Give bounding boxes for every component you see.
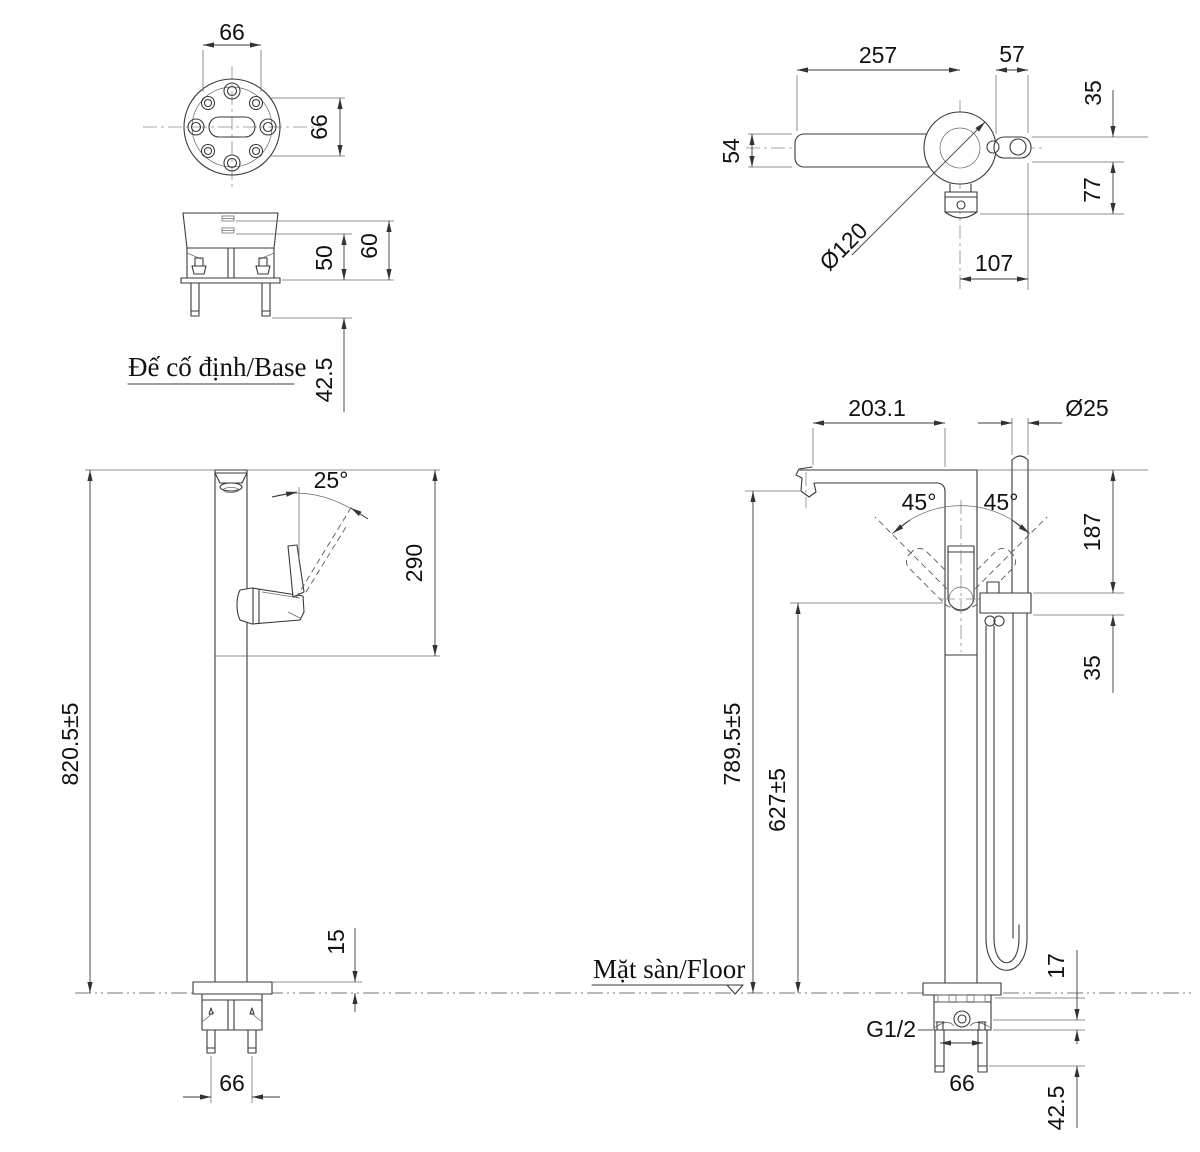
dim-front-25deg: 25°	[314, 467, 349, 493]
dim-side-35: 35	[1079, 655, 1105, 681]
dim-side-2031: 203.1	[848, 395, 906, 421]
dim-top-107: 107	[975, 250, 1013, 276]
center-slot	[208, 116, 256, 138]
base-circle	[923, 111, 997, 185]
front-lever	[287, 544, 305, 598]
side-spout	[795, 466, 1148, 508]
front-angle-25: 25°	[271, 467, 369, 562]
dim-side-66: 66	[949, 1070, 975, 1096]
dim-base-side-60: 60	[356, 233, 382, 259]
dim-top-257: 257	[859, 42, 897, 68]
dim-side-187: 187	[1079, 513, 1105, 551]
dim-front-290: 290	[401, 544, 427, 582]
base-side-view: 50 60 42.5 Đế cố định/Base	[127, 212, 394, 412]
hand-shower-holder-top	[944, 191, 978, 219]
front-base	[192, 981, 273, 1054]
base-view-caption: Đế cố định/Base	[128, 352, 306, 382]
dim-top-54: 54	[718, 138, 744, 164]
fixing-bolts	[191, 257, 271, 275]
dim-side-425: 42.5	[1043, 1086, 1069, 1131]
faucet-top-view: 257 57 35 77 54 107 Ø120	[718, 41, 1148, 291]
handle-top	[993, 136, 1032, 159]
dim-side-dia25: Ø25	[1065, 395, 1108, 421]
dim-side-45L: 45°	[902, 489, 937, 515]
dim-top-dia120: Ø120	[814, 217, 872, 275]
side-base	[922, 982, 1002, 1073]
dim-side-g12: G1/2	[866, 1016, 916, 1042]
floor-label: Mặt sàn/Floor	[591, 954, 745, 995]
front-handle	[236, 505, 353, 625]
svg-text:Mặt sàn/Floor: Mặt sàn/Floor	[593, 954, 745, 984]
dim-side-7895: 789.5±5	[719, 703, 745, 786]
base-top-view: 66 66	[143, 19, 345, 190]
dim-base-top-height: 66	[306, 114, 332, 140]
side-column	[944, 469, 978, 984]
level-triangle-icon	[726, 984, 744, 995]
dim-top-35: 35	[1080, 80, 1106, 106]
dim-base-side-425: 42.5	[311, 358, 337, 403]
dim-side-17: 17	[1043, 953, 1069, 979]
dim-front-15: 15	[323, 929, 349, 955]
bolt-holes	[187, 82, 277, 172]
dim-base-side-50: 50	[311, 245, 337, 271]
dim-front-66: 66	[219, 1070, 245, 1096]
side-handle: 45° 45°	[874, 489, 1048, 652]
dim-top-77: 77	[1079, 177, 1105, 203]
faucet-side-view: 203.1 Ø25 45	[591, 395, 1148, 1131]
hand-shower-wand	[985, 455, 1029, 971]
dim-side-45R: 45°	[984, 489, 1019, 515]
dim-side-627: 627±5	[764, 768, 790, 832]
faucet-front-view: 25° 820.5±5 290 15 66	[57, 467, 440, 1103]
front-column	[214, 469, 440, 983]
dim-base-top-width: 66	[219, 19, 245, 45]
dim-front-height: 820.5±5	[57, 703, 83, 786]
hand-shower-holder-side	[979, 581, 1032, 627]
dim-top-57: 57	[999, 41, 1025, 67]
